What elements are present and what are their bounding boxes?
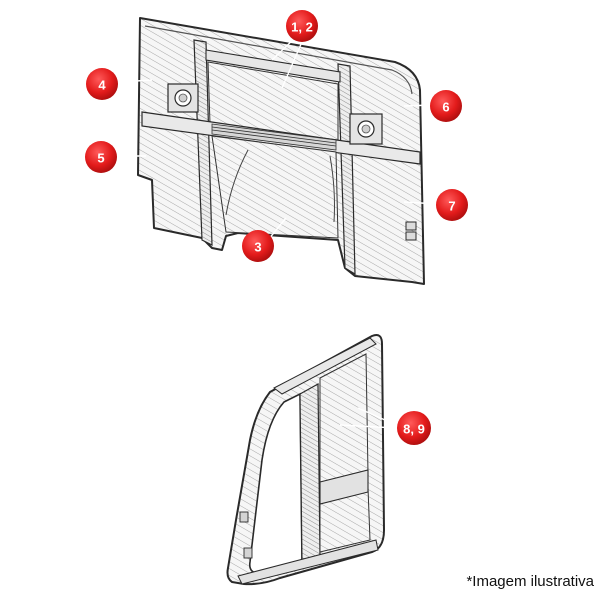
callout-3-label: 3 — [254, 240, 261, 255]
side-inner-panel — [319, 353, 369, 487]
center-lower-panel — [211, 135, 339, 239]
callout-6-label: 6 — [442, 100, 449, 115]
leader-89-a — [357, 407, 397, 426]
rear-wall-panel — [137, 17, 425, 285]
door-sill — [237, 539, 379, 585]
illustrative-image-caption: *Imagem ilustrativa — [466, 573, 594, 590]
callout-7-label: 7 — [448, 199, 455, 214]
callout-1-2: 1, 2 — [286, 10, 318, 42]
callout-4-label: 4 — [98, 78, 106, 93]
callout-1-2-label: 1, 2 — [291, 20, 313, 35]
diagonal-line-left — [225, 149, 249, 216]
grille-strip — [211, 123, 337, 151]
upper-crossbar — [205, 49, 341, 83]
callout-4: 4 — [86, 68, 118, 100]
leader-89-b — [339, 424, 397, 429]
leader-1-b — [281, 34, 306, 89]
rear-pillar — [299, 382, 321, 563]
left-lamp-housing — [167, 83, 199, 113]
diagonal-line-right — [329, 155, 335, 223]
callout-8-9: 8, 9 — [397, 411, 431, 445]
leader-3 — [267, 217, 287, 241]
hinge-marks — [239, 511, 253, 559]
callout-5: 5 — [85, 141, 117, 173]
callout-5-label: 5 — [97, 151, 104, 166]
leader-4 — [119, 79, 153, 83]
callout-6: 6 — [430, 90, 462, 122]
callout-7: 7 — [436, 189, 468, 221]
callout-3: 3 — [242, 230, 274, 262]
leader-6 — [403, 104, 433, 107]
middle-bracket — [319, 469, 369, 505]
right-lamp-housing — [349, 113, 383, 145]
rear-wall-top-rim — [144, 25, 413, 95]
roof-rail — [273, 337, 377, 395]
leader-lines — [118, 34, 439, 429]
right-latch — [405, 221, 417, 241]
callout-8-9-label: 8, 9 — [403, 422, 425, 437]
side-door-frame — [226, 334, 385, 586]
leader-7 — [403, 201, 439, 205]
